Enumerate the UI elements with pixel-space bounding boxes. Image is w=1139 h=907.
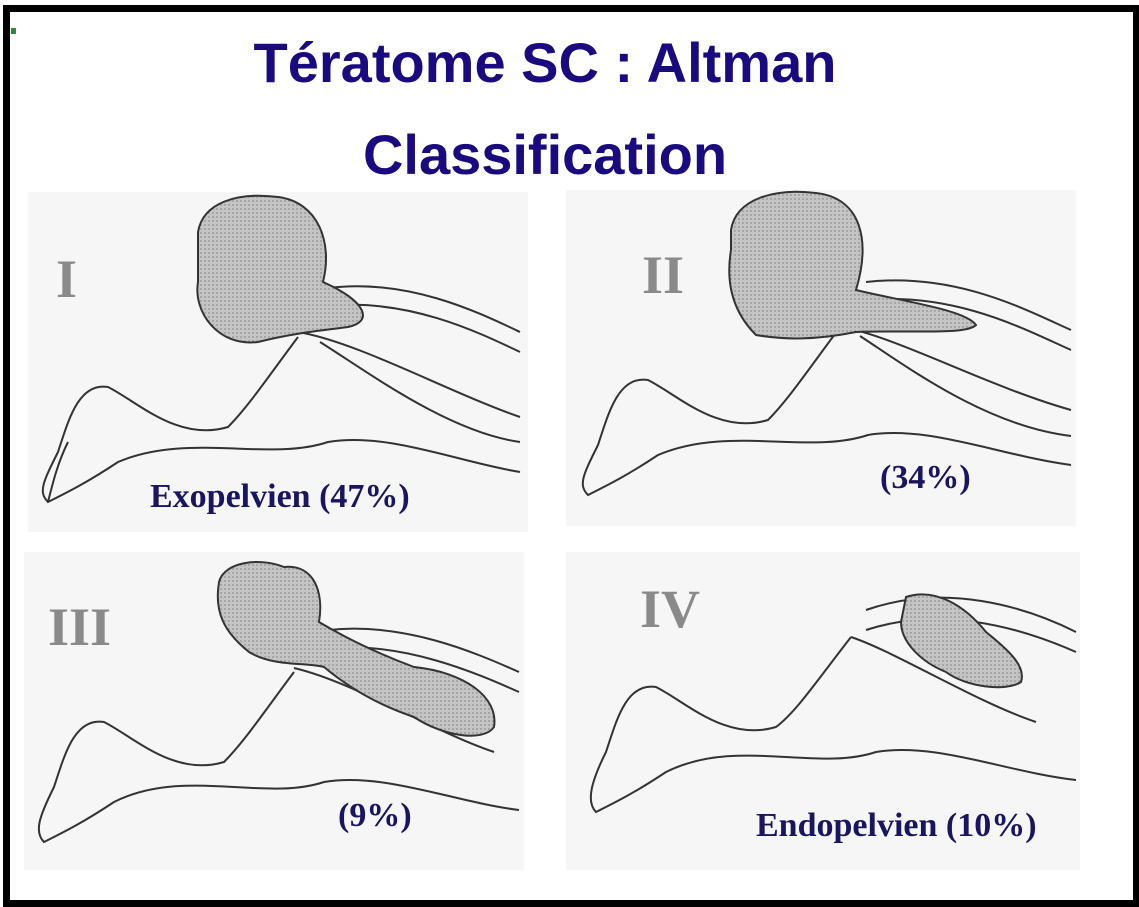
corner-marker xyxy=(11,28,16,34)
panel-type-1: I Exopelvien (47%) xyxy=(28,192,528,532)
back-outline xyxy=(860,336,1071,436)
panel-caption: (34%) xyxy=(880,460,971,496)
tumor-shape xyxy=(729,192,976,339)
panel-type-2: II (34%) xyxy=(566,190,1076,526)
panel-caption: (9%) xyxy=(338,798,412,834)
panel-numeral: IV xyxy=(640,582,700,636)
tumor-shape xyxy=(901,594,1022,687)
body-outline xyxy=(298,332,520,417)
leg-outline xyxy=(583,330,1071,495)
slide-title: Tératome SC : Altman xyxy=(130,32,960,94)
panel-numeral: III xyxy=(48,600,111,654)
slide-subtitle: Classification xyxy=(130,124,960,186)
back-outline xyxy=(320,342,520,442)
tumor-shape xyxy=(197,196,363,343)
panel-caption: Exopelvien (47%) xyxy=(150,479,410,515)
panel-caption: Endopelvien (10%) xyxy=(756,808,1037,844)
body-outline xyxy=(838,326,1071,410)
panel-type-2-illustration xyxy=(566,190,1076,526)
panel-type-4: IV Endopelvien (10%) xyxy=(566,552,1080,870)
panel-type-3: III (9%) xyxy=(24,552,524,870)
panel-numeral: I xyxy=(56,252,77,306)
tumor-shape xyxy=(218,562,495,736)
panel-numeral: II xyxy=(642,248,684,302)
